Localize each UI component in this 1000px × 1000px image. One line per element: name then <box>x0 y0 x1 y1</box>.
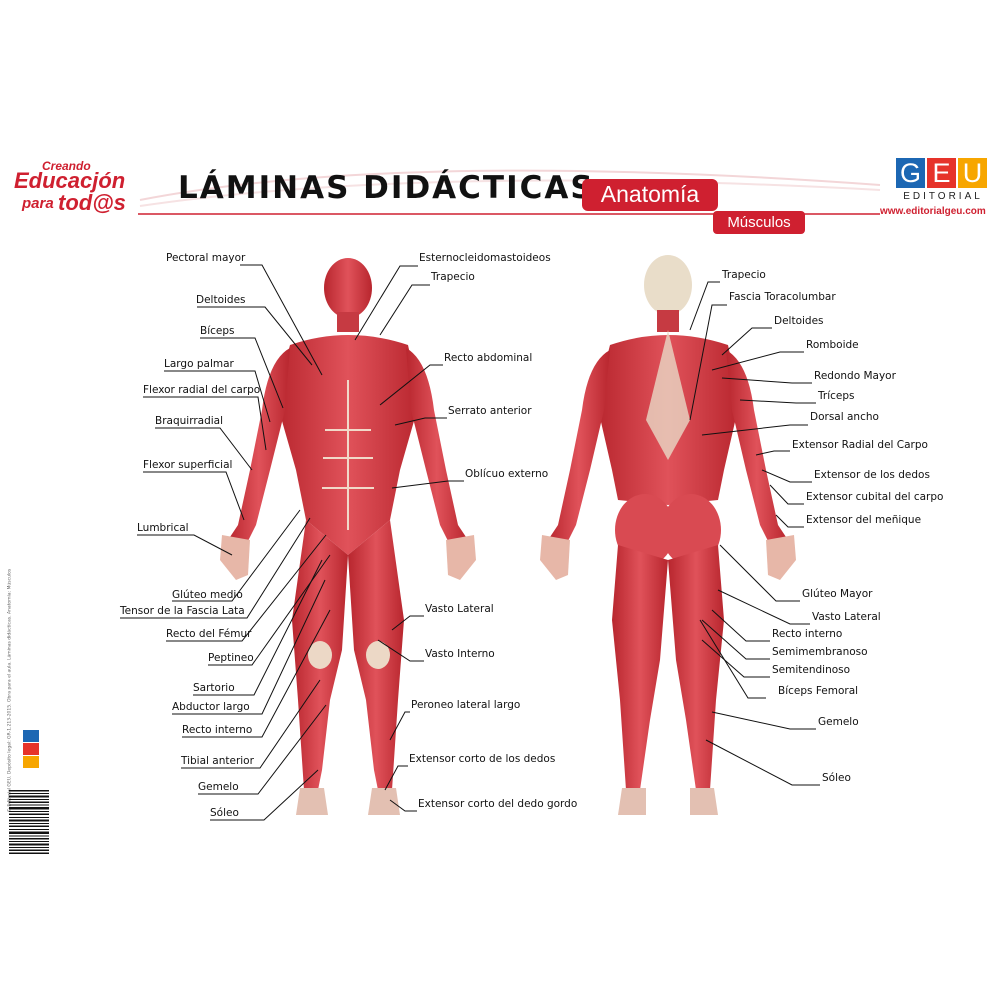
label-peptineo: Peptineo <box>208 652 254 664</box>
label-vasto-lateral-back: Vasto Lateral <box>812 611 881 623</box>
logo-line2: Educacjón <box>14 168 126 193</box>
label-recto-interno-back: Recto interno <box>772 628 843 640</box>
label-tibial-anterior: Tibial anterior <box>181 755 254 767</box>
label-soleo-front: Sóleo <box>210 807 239 819</box>
anatomia-text: Anatomía <box>600 181 700 207</box>
label-gemelo-back: Gemelo <box>818 716 859 728</box>
geu-editorial: EDITORIAL <box>903 191 983 202</box>
geu-side-logo <box>23 730 39 768</box>
label-trapecio-front: Trapecio <box>431 271 475 283</box>
label-recto-femur: Recto del Fémur <box>166 628 252 640</box>
label-semitendinoso: Semitendinoso <box>772 664 851 676</box>
geu-website: www.editorialgeu.com <box>880 206 986 217</box>
label-flexor-superficial: Flexor superficial <box>143 459 233 471</box>
label-flexor-radial: Flexor radial del carpo <box>143 384 261 396</box>
label-serrato-anterior: Serrato anterior <box>448 405 532 417</box>
geu-logo: G E U <box>896 158 990 200</box>
label-gluteo-medio: Glúteo medio <box>172 589 243 601</box>
label-recto-interno-front: Recto interno <box>182 724 253 736</box>
side-legal-text: © Editorial GEU. Depósito legal: GR-1.21… <box>7 568 13 813</box>
label-sartorio: Sartorio <box>193 682 235 694</box>
label-extensor-corto-dedos: Extensor corto de los dedos <box>409 753 556 765</box>
label-recto-abdominal: Recto abdominal <box>444 352 533 364</box>
logo-line1: Creando <box>42 159 91 173</box>
logo-line3: para <box>22 195 54 212</box>
geu-letter-g: G <box>896 158 925 188</box>
label-esternocleidomastoideos: Esternocleidomastoideos <box>419 252 551 264</box>
label-fascia-toracolumbar: Fascia Toracolumbar <box>729 291 836 303</box>
label-deltoides-back: Deltoides <box>774 315 824 327</box>
geu-letter-u: U <box>958 158 987 188</box>
label-redondo-mayor: Redondo Mayor <box>814 370 896 382</box>
label-extensor-dedos: Extensor de los dedos <box>814 469 930 481</box>
label-gemelo-front: Gemelo <box>198 781 239 793</box>
label-gluteo-mayor: Glúteo Mayor <box>802 588 873 600</box>
musculos-text: Músculos <box>727 214 791 231</box>
label-tensor-fascia: Tensor de la Fascia Lata <box>120 605 245 617</box>
musculos-badge: Músculos <box>713 211 805 234</box>
label-largo-palmar: Largo palmar <box>164 358 234 370</box>
label-vasto-lateral-front: Vasto Lateral <box>425 603 494 615</box>
label-romboide: Romboide <box>806 339 859 351</box>
label-deltoides-front: Deltoides <box>196 294 246 306</box>
page-title: LÁMINAS DIDÁCTICAS <box>178 170 595 206</box>
label-braquirradial: Braquirradial <box>155 415 224 427</box>
label-pectoral-mayor: Pectoral mayor <box>166 252 246 264</box>
label-lumbrical: Lumbrical <box>137 522 189 534</box>
geu-letter-e: E <box>927 158 956 188</box>
label-biceps: Bíceps <box>200 325 235 337</box>
anatomia-badge: Anatomía <box>582 179 718 211</box>
label-vasto-interno: Vasto Interno <box>425 648 495 660</box>
label-trapecio-back: Trapecio <box>722 269 766 281</box>
label-biceps-femoral: Bíceps Femoral <box>778 685 859 697</box>
back-figure <box>540 255 796 815</box>
label-triceps: Tríceps <box>818 390 855 402</box>
creando-educacion-logo: Creando Educacjón para tod@s <box>14 158 136 220</box>
label-peroneo-lateral: Peroneo lateral largo <box>411 699 521 711</box>
front-figure <box>220 258 476 815</box>
label-soleo-back: Sóleo <box>822 772 851 784</box>
label-dorsal-ancho: Dorsal ancho <box>810 411 879 423</box>
logo-line4: tod@s <box>58 190 126 215</box>
label-extensor-radial: Extensor Radial del Carpo <box>792 439 928 451</box>
barcode <box>9 790 49 854</box>
label-abductor-largo: Abductor largo <box>172 701 250 713</box>
label-oblicuo-externo: Oblícuo externo <box>465 468 549 480</box>
label-semimembranoso: Semimembranoso <box>772 646 868 658</box>
label-extensor-corto-dedo-gordo: Extensor corto del dedo gordo <box>418 798 578 810</box>
label-extensor-menique: Extensor del meñique <box>806 514 922 526</box>
label-extensor-cubital: Extensor cubital del carpo <box>806 491 944 503</box>
